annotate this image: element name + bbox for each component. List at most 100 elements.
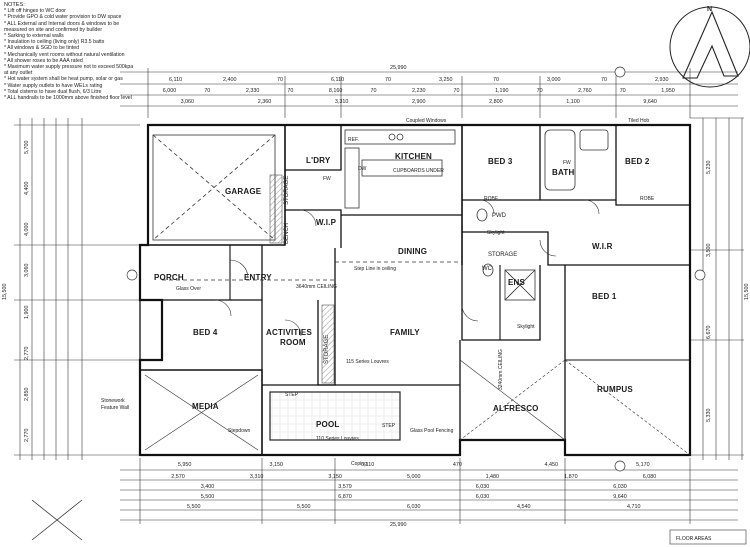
dimension-label: 6,670 bbox=[706, 325, 712, 340]
side-dimension-lines bbox=[14, 117, 744, 460]
dimension-label: 70 bbox=[385, 77, 391, 83]
label-storage-family: STORAGE bbox=[324, 334, 330, 364]
room-porch: PORCH bbox=[154, 273, 184, 282]
dimension-label: 3,500 bbox=[706, 243, 712, 257]
note-item: * All windows & SGD to be tinted bbox=[4, 45, 79, 52]
room-bed2: BED 2 bbox=[625, 157, 650, 166]
dimension-label: 5,950 bbox=[177, 462, 192, 468]
dimension-label: 1,870 bbox=[564, 474, 578, 480]
dimension-label: 70 bbox=[204, 88, 211, 94]
dimension-label: 4,000 bbox=[24, 222, 30, 237]
room-entry: ENTRY bbox=[244, 273, 272, 282]
dimension-label: 2,400 bbox=[223, 77, 237, 83]
dimension-label: 1,900 bbox=[24, 305, 30, 319]
dimension-label: 5,170 bbox=[636, 462, 650, 468]
note-coupled-windows: Coupled Windows bbox=[406, 118, 447, 124]
room-activities-line2: ROOM bbox=[280, 338, 306, 347]
dimension-label: 3,310 bbox=[334, 99, 349, 105]
note-item: measured on site and confirmed by builde… bbox=[4, 26, 103, 33]
note-item: at any outlet bbox=[4, 70, 33, 77]
room-wip: W.I.P bbox=[316, 218, 337, 227]
note-step-2: STEP bbox=[382, 423, 396, 429]
room-pool: POOL bbox=[316, 420, 340, 429]
room-pwd: PWD bbox=[492, 213, 506, 219]
dimension-label: 4,540 bbox=[517, 504, 531, 510]
dimension-label: 2,800 bbox=[489, 99, 503, 105]
dimension-label: 5,330 bbox=[706, 408, 712, 422]
note-fw-laundry: FW bbox=[323, 176, 331, 182]
dimension-label: 1,190 bbox=[495, 88, 509, 94]
media-lines bbox=[144, 374, 259, 451]
room-rumpus: RUMPUS bbox=[597, 385, 633, 394]
room-dining: DINING bbox=[398, 247, 428, 256]
note-item: * Lift off hinges to WC door bbox=[4, 8, 66, 15]
dimension-label: 3,060 bbox=[24, 263, 30, 278]
bath-fixtures bbox=[476, 129, 609, 301]
room-storage-mid: STORAGE bbox=[488, 252, 518, 258]
note-item: * Provide GPO & cold water provision to … bbox=[4, 14, 122, 21]
room-kitchen: KITCHEN bbox=[395, 152, 432, 161]
dimension-label: 4,400 bbox=[24, 181, 30, 195]
dimension-label: 70 bbox=[277, 77, 283, 83]
note-step-line: Step Line in ceiling bbox=[354, 266, 396, 272]
dimension-label: 70 bbox=[370, 88, 377, 94]
door-swings bbox=[214, 199, 600, 337]
room-bed3: BED 3 bbox=[488, 157, 513, 166]
dimension-label: 2,330 bbox=[245, 88, 260, 94]
dimension-label: 3,400 bbox=[200, 484, 215, 490]
room-garage: GARAGE bbox=[225, 187, 262, 196]
note-item: * Sarking to external walls bbox=[4, 33, 64, 40]
dimension-label: 3,060 bbox=[180, 99, 195, 105]
dimension-label: 2,230 bbox=[412, 88, 426, 94]
dimension-label: 6,030 bbox=[475, 484, 490, 490]
room-media: MEDIA bbox=[192, 402, 219, 411]
dimension-label: 2,900 bbox=[412, 99, 426, 105]
dimension-label: 2,760 bbox=[578, 88, 592, 94]
note-item: * Mechanically vent rooms without natura… bbox=[4, 51, 125, 58]
section-marker bbox=[31, 499, 83, 541]
room-ens: ENS bbox=[508, 278, 526, 287]
label-storage-garage: STORAGE bbox=[284, 175, 290, 205]
top-dimension-lines bbox=[120, 68, 738, 118]
dimension-label: 5,500 bbox=[297, 504, 311, 510]
dimension-label: 2,850 bbox=[24, 387, 30, 402]
dimension-label: 1,100 bbox=[566, 99, 580, 105]
note-glass-pool-fencing: Glass Pool Fencing bbox=[410, 428, 454, 434]
note-stepdown: Stepdown bbox=[228, 428, 251, 434]
note-skylight-1: Skylight bbox=[487, 230, 505, 236]
dimension-label: 6,110 bbox=[331, 77, 345, 83]
dimension-label: 8,160 bbox=[328, 88, 343, 94]
dimension-label: 1,950 bbox=[661, 88, 675, 94]
note-item: * ALL handrails to be 1000mm above finis… bbox=[4, 95, 132, 102]
room-bed1: BED 1 bbox=[592, 292, 617, 301]
dimension-label: 4,710 bbox=[627, 504, 641, 510]
dimension-label: 70 bbox=[287, 88, 294, 94]
note-step-1: STEP bbox=[285, 392, 299, 398]
note-louvres-115: 115 Series Louvres bbox=[346, 359, 389, 365]
note-fw-bath: FW bbox=[563, 160, 571, 166]
note-dw: DW bbox=[358, 166, 367, 172]
dimension-label: 70 bbox=[493, 77, 499, 83]
dimension-label: 1,480 bbox=[485, 474, 500, 480]
note-skylight-2: Skylight bbox=[517, 324, 535, 330]
dimension-label: 6,080 bbox=[642, 474, 657, 480]
dimension-label: 6,110 bbox=[169, 77, 183, 83]
north-arrow-icon bbox=[669, 6, 750, 88]
dimension-label: 5,500 bbox=[187, 504, 201, 510]
walls bbox=[138, 123, 692, 457]
note-robe-bed3: ROBE bbox=[484, 196, 499, 202]
dimension-label: 6,030 bbox=[475, 494, 490, 500]
note-item: * All shower roses to be AAA rated bbox=[4, 57, 83, 64]
dimension-label: 3,579 bbox=[338, 484, 352, 490]
pool-outline bbox=[269, 391, 401, 441]
dimension-label: 3,000 bbox=[547, 77, 561, 83]
note-item: * Maximum water supply pressure not to e… bbox=[4, 64, 134, 71]
room-alfresco: ALFRESCO bbox=[493, 404, 539, 413]
note-coping: Coping bbox=[351, 461, 367, 467]
dimension-label: 2,360 bbox=[257, 99, 272, 105]
dimension-label: 9,640 bbox=[613, 494, 627, 500]
dim-overall-width-bottom: 25,990 bbox=[390, 522, 407, 528]
note-tiled-hob: Tiled Hob bbox=[628, 118, 650, 124]
note-glass-over: Glass Over bbox=[176, 286, 202, 292]
